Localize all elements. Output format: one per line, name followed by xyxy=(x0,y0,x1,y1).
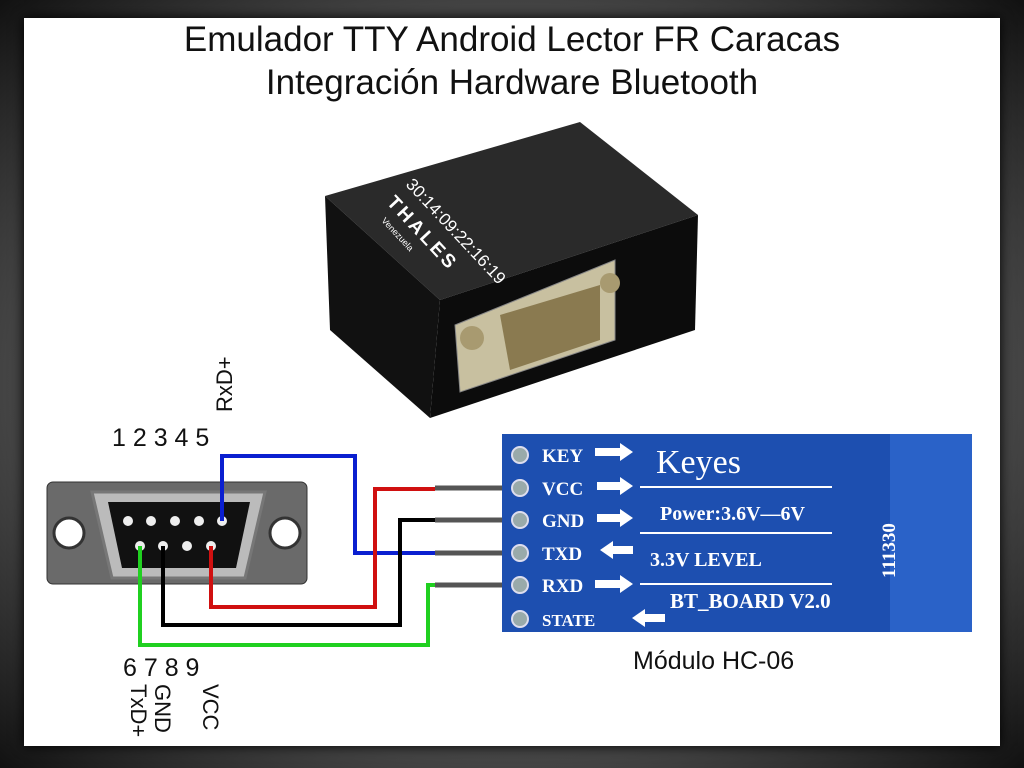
pin5-label: RxD+ xyxy=(212,356,237,412)
module-pin-vcc: VCC xyxy=(542,479,583,500)
db9-top-pin-numbers: 1 2 3 4 5 xyxy=(112,424,209,452)
title-line-2: Integración Hardware Bluetooth xyxy=(265,63,759,102)
db9-bottom-pin-numbers: 6 7 8 9 xyxy=(123,654,199,682)
bluetooth-adapter-box: 30:14:09:22:16:19 THALES Venezuela xyxy=(325,122,698,418)
module-serial: 111330 xyxy=(879,523,900,578)
module-pin-state: STATE xyxy=(542,611,595,630)
module-pin-key: KEY xyxy=(542,446,583,467)
module-caption: Módulo HC-06 xyxy=(633,647,794,675)
module-power-spec: Power:3.6V—6V xyxy=(660,503,806,525)
module-pin-txd: TXD xyxy=(542,544,582,565)
title-line-1: Emulador TTY Android Lector FR Caracas xyxy=(183,20,841,59)
pin7-label: GND xyxy=(150,684,175,733)
wire-blue-rxd xyxy=(220,454,435,555)
db9-connector xyxy=(46,481,308,585)
module-board-version: BT_BOARD V2.0 xyxy=(670,589,831,613)
pin6-label: TxD+ xyxy=(126,684,151,737)
wire-green-txd xyxy=(138,546,435,647)
module-pin-gnd: GND xyxy=(542,511,584,532)
wire-black-gnd xyxy=(161,518,435,627)
arrow-icons xyxy=(595,443,665,627)
module-pin-rxd: RXD xyxy=(542,576,583,597)
module-level: 3.3V LEVEL xyxy=(650,549,762,571)
wire-red-vcc xyxy=(209,487,435,609)
pin9-label: VCC xyxy=(198,684,223,731)
header-pins xyxy=(435,485,505,588)
hc06-module: KEY VCC GND TXD RXD STATE Keyes Power:3.… xyxy=(502,434,972,632)
module-brand: Keyes xyxy=(656,444,741,481)
